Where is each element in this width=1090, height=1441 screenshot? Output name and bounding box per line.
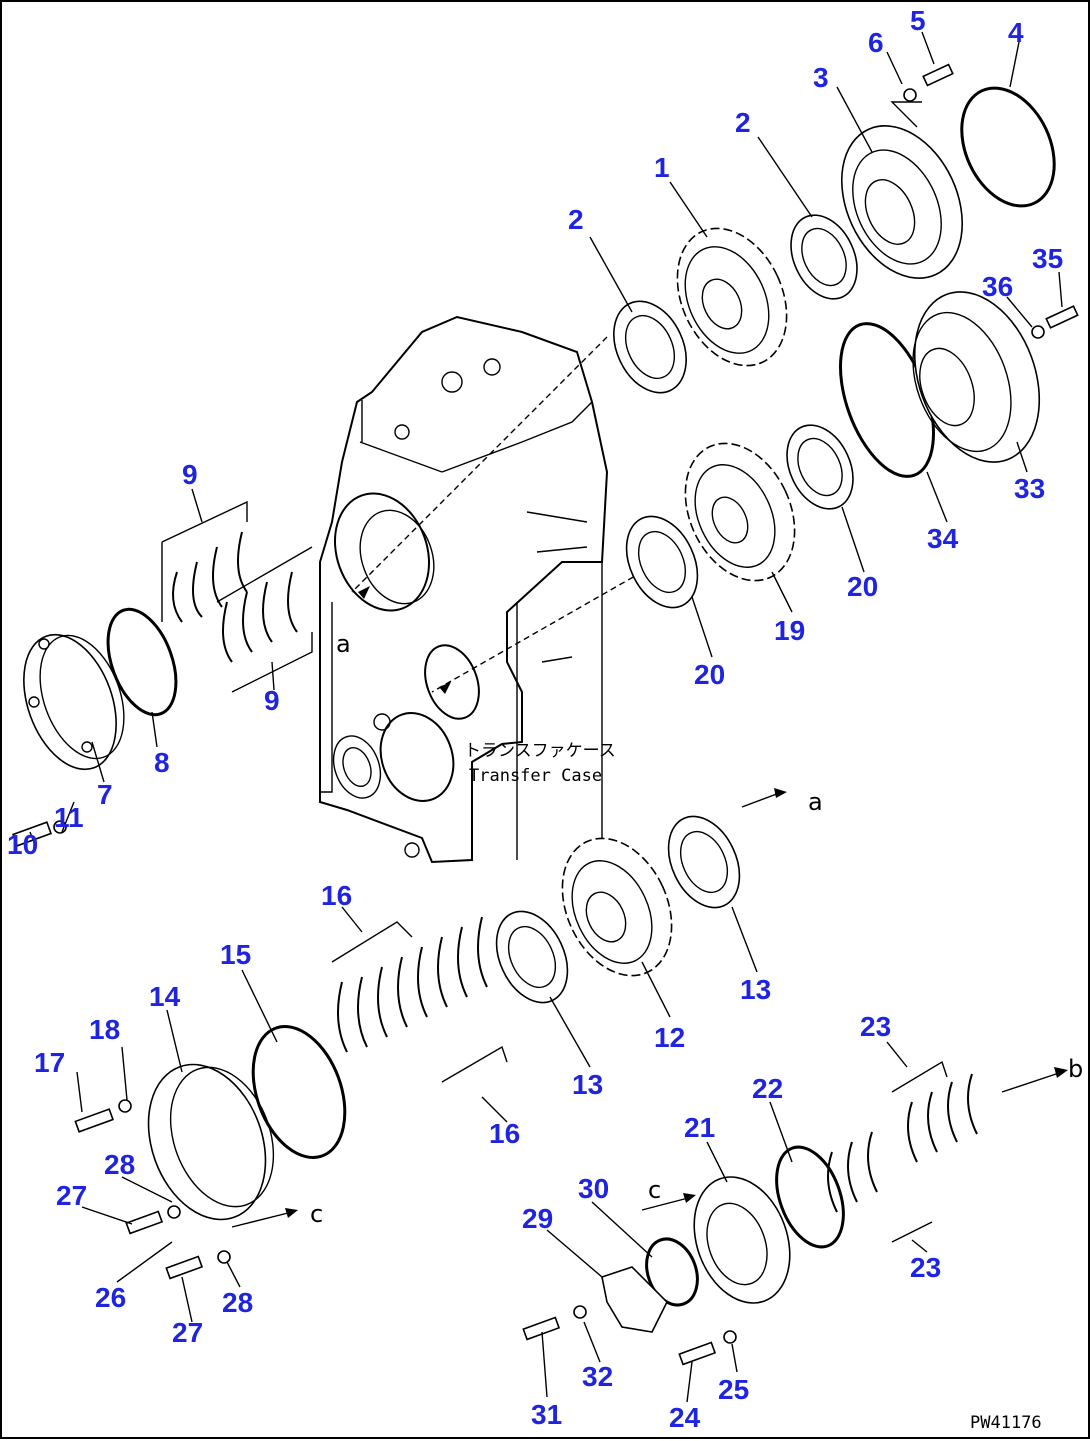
callout-20: 20 <box>694 659 725 690</box>
bearing-2-left <box>613 300 687 394</box>
transfer-case-housing <box>319 315 609 864</box>
callout-19: 19 <box>774 615 805 646</box>
callout-18: 18 <box>89 1014 120 1045</box>
text-notes: トランスファケース Transfer Case a a b c c PW4117… <box>310 630 1083 1433</box>
callout-17: 17 <box>34 1047 65 1078</box>
callout-11: 11 <box>54 802 84 833</box>
callout-16: 16 <box>321 880 352 911</box>
direction-arrows <box>285 586 1068 1218</box>
callout-4: 4 <box>1008 17 1024 48</box>
callout-33: 33 <box>1014 473 1045 504</box>
callout-5: 5 <box>910 5 926 36</box>
callout-16: 16 <box>489 1118 520 1149</box>
callout-14: 14 <box>149 981 181 1012</box>
callout-9: 9 <box>182 459 198 490</box>
callout-22: 22 <box>752 1073 783 1104</box>
cage-33 <box>912 291 1041 463</box>
plate-set-16 <box>331 916 508 1083</box>
o-ring-4 <box>960 86 1056 208</box>
reference-b-arrow: b <box>1068 1055 1083 1083</box>
retainer-21 <box>693 1176 791 1304</box>
callout-2: 2 <box>735 107 751 138</box>
callout-6: 6 <box>868 27 884 58</box>
callout-13: 13 <box>572 1069 603 1100</box>
callout-21: 21 <box>684 1112 715 1143</box>
bolt-35-washer-36 <box>1031 305 1079 339</box>
leader-lines <box>29 31 1063 1403</box>
reference-c-arrow-left: c <box>310 1200 323 1228</box>
callout-23: 23 <box>860 1011 891 1042</box>
callout-30: 30 <box>578 1173 609 1204</box>
callout-13: 13 <box>740 974 771 1005</box>
callout-28: 28 <box>222 1287 253 1318</box>
callout-2: 2 <box>568 204 584 235</box>
callout-28: 28 <box>104 1149 135 1180</box>
callout-1: 1 <box>654 152 670 183</box>
plate-set-23 <box>827 1060 978 1243</box>
bearing-20-right <box>786 424 854 510</box>
callout-26: 26 <box>95 1282 126 1313</box>
case-label-english: Transfer Case <box>469 766 602 786</box>
bearing-13-left <box>495 910 569 1004</box>
o-ring-30 <box>645 1237 699 1307</box>
callout-35: 35 <box>1032 243 1063 274</box>
callout-31: 31 <box>531 1399 562 1430</box>
bolts-27-washers-26-28 <box>125 1205 231 1280</box>
callout-23: 23 <box>910 1252 941 1283</box>
callout-27: 27 <box>172 1317 203 1348</box>
gear-1 <box>676 227 788 367</box>
callout-25: 25 <box>718 1374 749 1405</box>
callout-10: 10 <box>7 829 38 860</box>
bearing-2-right <box>790 214 858 300</box>
callout-20: 20 <box>847 571 878 602</box>
callout-27: 27 <box>56 1180 87 1211</box>
cover-29 <box>601 1266 668 1333</box>
callout-34: 34 <box>927 523 959 554</box>
callout-9: 9 <box>264 685 280 716</box>
case-label-japanese: トランスファケース <box>464 741 616 761</box>
callout-8: 8 <box>154 747 170 778</box>
o-ring-15 <box>251 1025 347 1159</box>
reference-a-arrow: a <box>808 788 823 816</box>
callout-36: 36 <box>982 271 1013 302</box>
cover-7 <box>23 633 125 771</box>
drawing-number: PW41176 <box>970 1413 1042 1433</box>
bolt-5-washer-6 <box>903 63 954 102</box>
callout-15: 15 <box>220 939 251 970</box>
bearing-13-right <box>667 815 741 909</box>
bolt-17-washer-18 <box>74 1099 132 1133</box>
callout-29: 29 <box>522 1203 553 1234</box>
bolt-24-washer-25 <box>678 1330 737 1366</box>
callout-32: 32 <box>582 1361 613 1392</box>
callout-numbers: 1 2 2 3 4 5 6 7 8 9 9 10 11 12 13 13 14 … <box>7 5 1063 1433</box>
bolt-31-washer-32 <box>522 1305 587 1341</box>
o-ring-22 <box>775 1145 845 1249</box>
cover-14 <box>147 1063 275 1221</box>
bolt-10-washer-11 <box>12 820 67 847</box>
assembly-lines <box>216 101 1063 1228</box>
callout-12: 12 <box>654 1022 685 1053</box>
o-ring-8 <box>106 607 178 717</box>
callout-3: 3 <box>813 62 829 93</box>
plate-set-9 <box>161 500 313 693</box>
retainer-3 <box>840 125 964 279</box>
reference-c-arrow-right: c <box>648 1176 661 1204</box>
gear-19 <box>684 442 796 582</box>
callout-7: 7 <box>97 779 113 810</box>
bearing-20-left <box>625 515 699 609</box>
gear-12 <box>561 837 673 977</box>
reference-a-case: a <box>336 630 351 658</box>
callout-24: 24 <box>669 1402 701 1433</box>
